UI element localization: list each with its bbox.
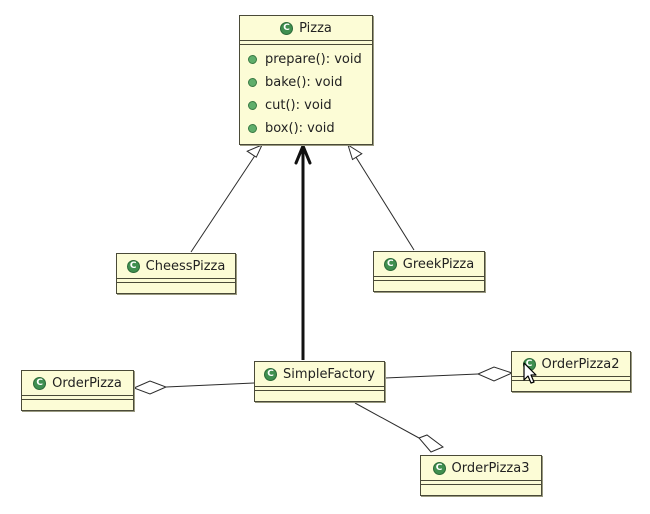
class-orderpizza2-name: OrderPizza2 bbox=[541, 356, 620, 372]
association-arrowhead bbox=[294, 144, 312, 165]
class-c-icon: C bbox=[264, 367, 278, 381]
method-box-label: box(): void bbox=[265, 121, 335, 136]
mouse-pointer-icon bbox=[523, 362, 537, 384]
method-bake-label: bake(): void bbox=[265, 75, 343, 90]
aggregation-edge-orderpizza bbox=[165, 382, 255, 388]
generalization-edge-cheesspizza bbox=[190, 153, 257, 253]
class-orderpizza2-header: C OrderPizza2 bbox=[512, 352, 630, 376]
public-method-icon bbox=[248, 124, 257, 133]
aggregation-edge-orderpizza2 bbox=[384, 373, 479, 379]
class-simplefactory-name: SimpleFactory bbox=[283, 366, 375, 382]
class-c-icon: C bbox=[126, 259, 140, 273]
class-c-icon: C bbox=[33, 376, 47, 390]
class-c-icon: C bbox=[383, 257, 397, 271]
class-c-icon: C bbox=[432, 461, 446, 475]
public-method-icon bbox=[248, 78, 257, 87]
aggregation-diamond-orderpizza2 bbox=[476, 366, 514, 382]
class-orderpizza3-name: OrderPizza3 bbox=[451, 460, 530, 476]
class-greekpizza-name: GreekPizza bbox=[402, 256, 475, 272]
class-cheesspizza-header: C CheessPizza bbox=[117, 254, 235, 278]
class-greekpizza-header: C GreekPizza bbox=[374, 252, 484, 276]
aggregation-diamond-orderpizza3 bbox=[418, 434, 444, 453]
class-pizza-header: C Pizza bbox=[240, 16, 372, 40]
public-method-icon bbox=[248, 55, 257, 64]
class-pizza[interactable]: C Pizza prepare(): void bake(): void cut… bbox=[239, 15, 373, 145]
class-simplefactory-header: C SimpleFactory bbox=[255, 362, 384, 386]
class-cheesspizza-name: CheessPizza bbox=[145, 258, 226, 274]
public-method-icon bbox=[248, 101, 257, 110]
generalization-edge-greekpizza bbox=[353, 153, 415, 251]
method-cut[interactable]: cut(): void bbox=[240, 94, 372, 117]
class-simplefactory[interactable]: C SimpleFactory bbox=[254, 361, 385, 402]
class-pizza-name: Pizza bbox=[299, 20, 332, 36]
class-c-icon: C bbox=[280, 21, 294, 35]
generalization-arrowhead-greekpizza bbox=[347, 143, 363, 161]
aggregation-diamond-orderpizza bbox=[132, 380, 168, 395]
class-orderpizza-name: OrderPizza bbox=[52, 375, 122, 391]
method-prepare-label: prepare(): void bbox=[265, 52, 362, 67]
class-orderpizza-header: C OrderPizza bbox=[22, 371, 133, 395]
method-cut-label: cut(): void bbox=[265, 98, 332, 113]
class-orderpizza3[interactable]: C OrderPizza3 bbox=[420, 455, 542, 496]
generalization-arrowhead-cheesspizza bbox=[246, 144, 264, 158]
class-pizza-methods: prepare(): void bake(): void cut(): void… bbox=[240, 45, 372, 142]
method-box[interactable]: box(): void bbox=[240, 117, 372, 140]
aggregation-edge-orderpizza3 bbox=[354, 402, 420, 439]
class-orderpizza[interactable]: C OrderPizza bbox=[21, 370, 134, 411]
method-bake[interactable]: bake(): void bbox=[240, 71, 372, 94]
class-cheesspizza[interactable]: C CheessPizza bbox=[116, 253, 236, 294]
class-orderpizza3-header: C OrderPizza3 bbox=[421, 456, 541, 480]
method-prepare[interactable]: prepare(): void bbox=[240, 48, 372, 71]
class-greekpizza[interactable]: C GreekPizza bbox=[373, 251, 485, 292]
